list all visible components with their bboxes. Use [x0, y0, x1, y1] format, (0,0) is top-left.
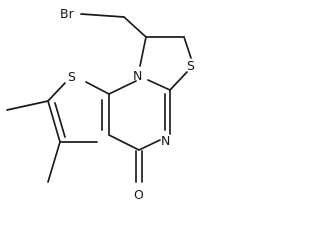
bond-br-ch2: [80, 13, 125, 18]
thiophene-sulfur-label: S: [68, 69, 76, 84]
bond-ch2-s: [183, 36, 192, 59]
bond-n-ch: [139, 36, 147, 67]
molecular-structure-diagram: Br S S N N O: [6, 6, 195, 202]
bond-c4-n: [138, 139, 161, 151]
atom-labels: Br S S N N O: [60, 6, 195, 202]
bond-lines: [6, 13, 192, 183]
thiazole-sulfur-label: S: [187, 58, 195, 73]
bond-s-c2: [169, 71, 188, 91]
imine-nitrogen-label: N: [161, 133, 170, 148]
bromine-atom-label: Br: [60, 6, 75, 21]
bond-c2-c3-a: [47, 100, 61, 143]
bond-c2-c3-b: [54, 102, 66, 138]
bond-n-c7a: [108, 80, 137, 95]
bond-ch2-ch: [123, 16, 147, 38]
bond-c4a-c4: [108, 134, 140, 151]
bond-c7a-s: [85, 81, 110, 95]
bridgehead-nitrogen-label: N: [133, 68, 142, 83]
bond-methyl-1: [6, 100, 49, 111]
carbonyl-oxygen-label: O: [134, 187, 144, 202]
bond-s-c2-thio: [47, 82, 66, 102]
bond-methyl-2: [47, 141, 61, 183]
bond-c2-n: [147, 79, 171, 91]
